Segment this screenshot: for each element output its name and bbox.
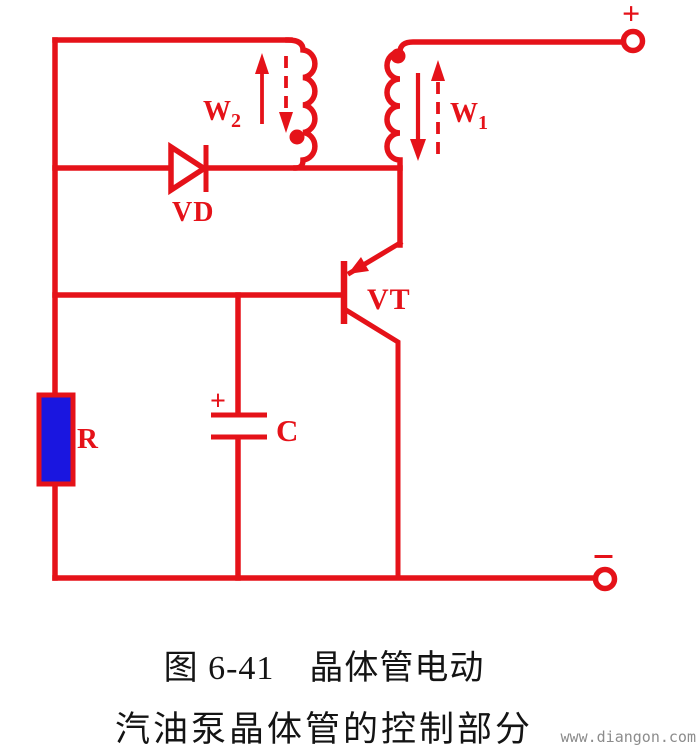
- w2-arrow-up-head-icon: [255, 53, 269, 74]
- resistor-body: [36, 392, 76, 487]
- diode-triangle-icon: [168, 141, 210, 196]
- label-c: C: [276, 413, 298, 448]
- figure-caption: 图 6-41 晶体管电动 汽油泵晶体管的控制部分: [0, 640, 648, 752]
- caption-line-1: 图 6-41 晶体管电动: [163, 650, 485, 687]
- label-w2: W2: [203, 96, 241, 132]
- w1-arrow-up-head-icon: [431, 60, 445, 81]
- w2-polarity-dot-icon: [289, 129, 305, 145]
- positive-terminal-icon: [620, 28, 646, 54]
- caption-line-2: 汽油泵晶体管的控制部分: [114, 710, 533, 749]
- positive-terminal-sign: +: [622, 0, 640, 31]
- label-vt: VT: [367, 283, 411, 316]
- transistor-emitter-arrow-icon: [348, 257, 369, 274]
- capacitor-plus-sign: +: [210, 386, 226, 417]
- label-r: R: [77, 423, 99, 455]
- watermark: www.diangon.com: [560, 728, 696, 746]
- label-w1: W1: [450, 98, 488, 134]
- w1-polarity-dot-icon: [390, 48, 406, 64]
- w1-arrow-down-head-icon: [410, 139, 426, 161]
- circuit-diagram: W2 W1 VD VT R C + + -: [36, 0, 646, 592]
- label-vd: VD: [172, 197, 214, 228]
- winding-w2-coil: [285, 37, 318, 171]
- negative-terminal-icon: [592, 566, 618, 592]
- negative-terminal-sign: -: [592, 533, 615, 573]
- transistor-collector-lead: [342, 306, 401, 581]
- w2-arrow-down-head-icon: [279, 112, 293, 133]
